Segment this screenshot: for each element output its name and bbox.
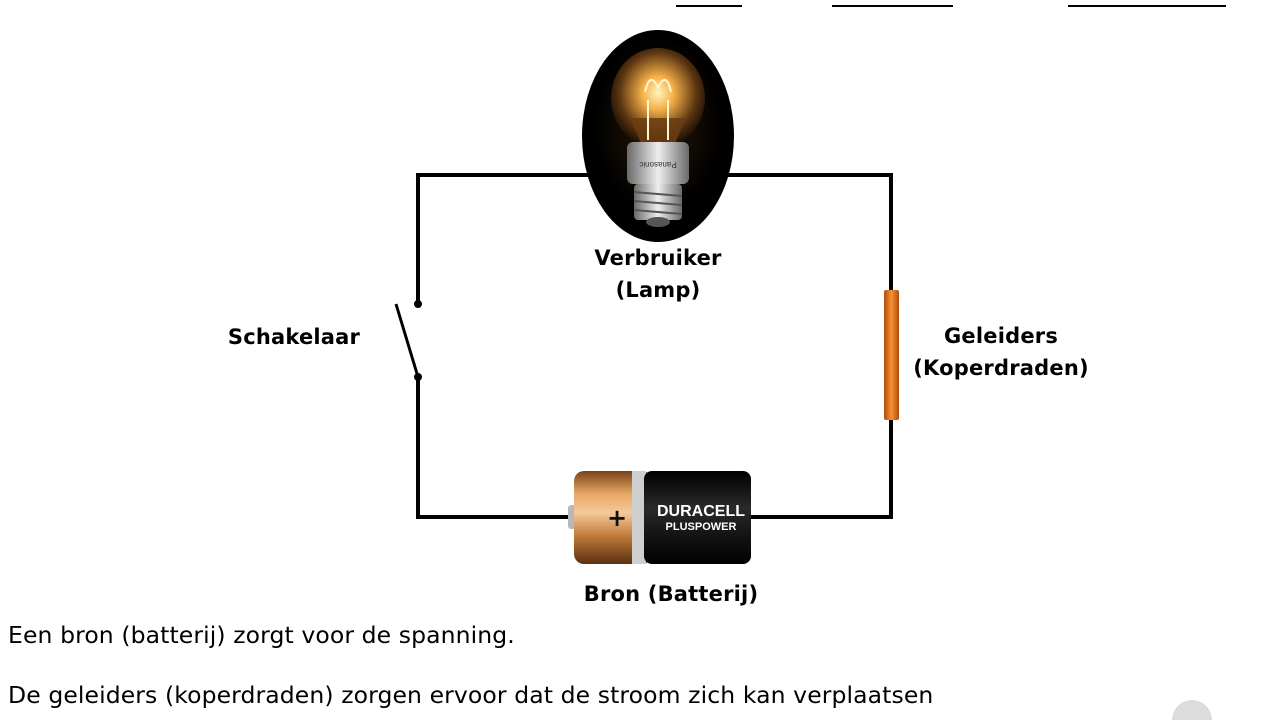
- bulb-filament: [644, 79, 672, 140]
- copper-conductor: [884, 290, 899, 420]
- consumer-label-line1: Verbruiker: [594, 246, 722, 270]
- conductors-label-line1: Geleiders: [943, 324, 1059, 348]
- light-bulb: Panasonic: [582, 30, 734, 242]
- bulb-collar: [627, 142, 689, 184]
- switch: [394, 300, 422, 381]
- corner-circle-icon: [1172, 700, 1212, 720]
- explanation-line-1: Een bron (batterij) zorgt voor de spanni…: [8, 621, 515, 649]
- wire-left-bottom: [416, 375, 577, 519]
- switch-label-text: Schakelaar: [227, 325, 361, 349]
- bulb-screw-base: [633, 184, 683, 227]
- battery-sub-brand: PLUSPOWER: [666, 521, 737, 533]
- consumer-label: Verbruiker (Lamp): [568, 242, 748, 306]
- conductors-label: Geleiders (Koperdraden): [906, 320, 1096, 384]
- switch-lever: [394, 303, 420, 378]
- wire-top-left: [416, 173, 620, 306]
- explanation-line-2: De geleiders (koperdraden) zorgen ervoor…: [8, 681, 934, 709]
- switch-label: Schakelaar: [214, 321, 374, 353]
- conductors-label-line2: (Koperdraden): [913, 356, 1089, 380]
- wire-right: [698, 173, 893, 519]
- source-label: Bron (Batterij): [566, 578, 776, 610]
- battery-band: [632, 471, 646, 564]
- bulb-brand-text: Panasonic: [639, 160, 676, 169]
- battery-plus-sign: +: [607, 504, 627, 532]
- source-label-text: Bron (Batterij): [583, 582, 759, 606]
- switch-contact-top: [414, 300, 422, 308]
- battery: + DURACELL PLUSPOWER: [568, 471, 751, 564]
- consumer-label-line2: (Lamp): [615, 278, 701, 302]
- battery-black-section: [644, 471, 751, 564]
- battery-brand: DURACELL: [657, 503, 745, 520]
